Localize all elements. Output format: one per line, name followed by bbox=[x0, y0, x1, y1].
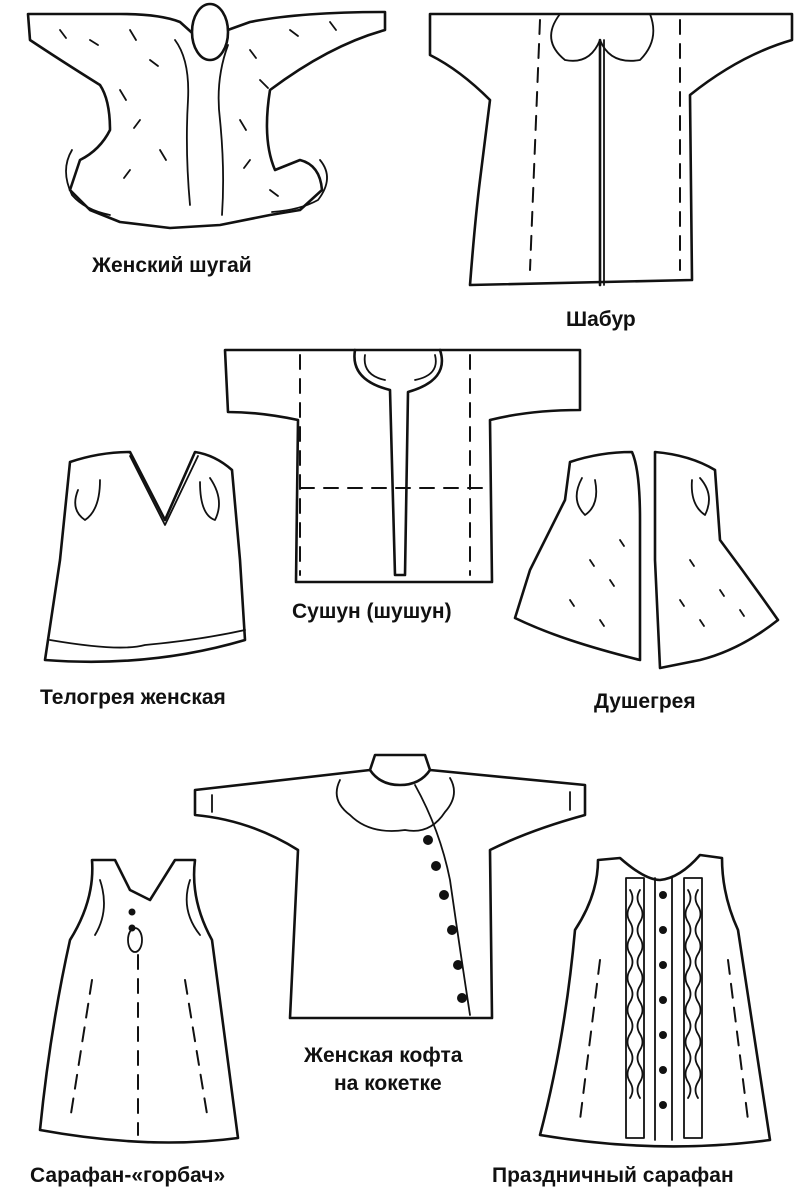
label-zhenskiy-shugay: Женский шугай bbox=[92, 254, 252, 277]
label-kofta-line2: на кокетке bbox=[334, 1072, 442, 1095]
label-telogreya: Телогрея женская bbox=[40, 686, 226, 709]
sushun-drawing bbox=[223, 348, 582, 584]
shugay-drawing bbox=[26, 2, 387, 230]
label-kofta-line1: Женская кофта bbox=[304, 1044, 463, 1067]
label-dushegreya: Душегрея bbox=[594, 690, 696, 713]
prazdnichny-sarafan-drawing bbox=[538, 853, 772, 1148]
label-sarafan-gorbach: Сарафан-«горбач» bbox=[30, 1164, 226, 1187]
label-prazdnichny-sarafan: Праздничный сарафан bbox=[492, 1164, 734, 1187]
sarafan-gorbach-drawing bbox=[38, 858, 240, 1144]
telogreya-drawing bbox=[43, 450, 247, 664]
kofta-drawing bbox=[193, 753, 587, 1020]
label-sushun: Сушун (шушун) bbox=[292, 600, 452, 623]
dushegreya-drawing bbox=[513, 450, 780, 670]
shabur-drawing bbox=[428, 12, 794, 287]
label-shabur: Шабур bbox=[566, 308, 636, 331]
